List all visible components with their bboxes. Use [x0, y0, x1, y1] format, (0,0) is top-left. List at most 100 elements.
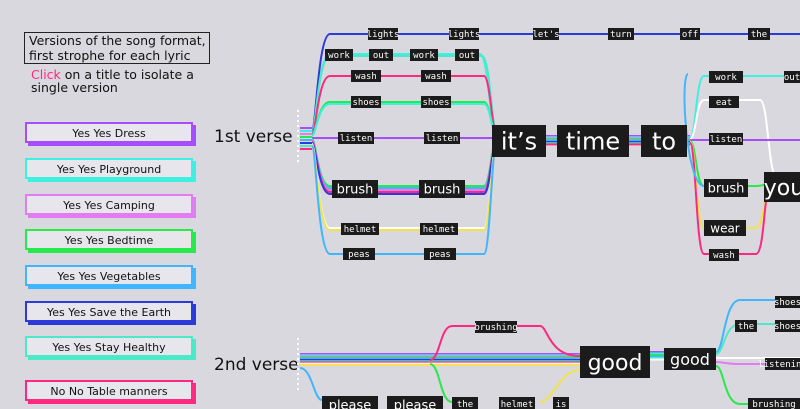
word-wash-1-box	[351, 70, 381, 82]
word-out-3-box	[784, 71, 800, 83]
word-eat-box	[709, 96, 739, 108]
word-lets-text: let's	[532, 30, 559, 40]
instruction-text: Click on a title to isolate a single ver…	[31, 68, 221, 94]
word-lets-box	[533, 28, 559, 40]
word-the-2: the	[452, 397, 478, 409]
word-time: time	[557, 125, 629, 157]
word-the: the	[748, 28, 770, 40]
path-please	[299, 367, 323, 401]
word-listen-2-text: listen	[426, 134, 459, 144]
path-work-b	[689, 75, 800, 139]
version-button-vegetables[interactable]: Yes Yes Vegetables	[25, 265, 193, 286]
chart-title: Versions of the song format, first strop…	[24, 32, 210, 64]
word-shoes-3-box	[775, 296, 800, 308]
word-shoes-4-text: shoes	[774, 322, 800, 332]
word-good-1: good	[580, 346, 650, 378]
path-shoes-alt	[311, 103, 497, 137]
word-brushing-2-text: brushing	[752, 400, 795, 409]
version-button-stay-healthy[interactable]: Yes Yes Stay Healthy	[25, 336, 193, 357]
word-lights-2: lights	[448, 28, 481, 40]
word-good-1-box	[580, 346, 650, 378]
word-to: to	[641, 125, 687, 157]
word-brushing-1: brushing	[474, 321, 518, 333]
word-peas-1-text: peas	[348, 250, 370, 260]
version-button-camping[interactable]: Yes Yes Camping	[25, 194, 193, 215]
word-helmet-3-box	[499, 397, 535, 409]
version-button-table-manners[interactable]: No No Table manners	[25, 380, 193, 401]
word-wash-3-text: wash	[713, 251, 735, 261]
word-work-2: work	[410, 49, 438, 61]
path-brushing-b	[715, 365, 800, 405]
word-brushing-1-text: brushing	[474, 323, 517, 333]
version-button-bedtime[interactable]: Yes Yes Bedtime	[25, 229, 193, 250]
word-listening-text: listening	[758, 360, 800, 370]
word-brush-1: brush	[332, 180, 378, 198]
path-brushing	[429, 325, 581, 361]
word-please-1: please	[322, 396, 378, 409]
version-button-dress[interactable]: Yes Yes Dress	[25, 122, 193, 143]
word-helmet-1: helmet	[341, 223, 379, 235]
word-peas-2-box	[424, 248, 456, 260]
word-brush-3-box	[704, 179, 748, 197]
word-brush-2-box	[419, 180, 465, 198]
word-listen-1-box	[338, 132, 374, 144]
word-please-2-box	[387, 396, 443, 409]
word-to-text: to	[652, 128, 676, 156]
word-peas-1-box	[343, 248, 375, 260]
word-out-1-box	[369, 49, 393, 61]
word-wash-1: wash	[351, 70, 381, 82]
word-lights-1-box	[368, 28, 398, 40]
word-the-2-box	[452, 397, 478, 409]
word-eat: eat	[709, 96, 739, 108]
word-helmet-3-text: helmet	[501, 400, 534, 409]
path-peas	[311, 145, 497, 255]
word-shoes-1-text: shoes	[352, 98, 379, 108]
word-work-3-text: work	[715, 73, 737, 83]
word-listen-1-text: listen	[340, 134, 373, 144]
word-lights-2-text: lights	[448, 30, 481, 40]
word-out-3-text: out	[784, 73, 800, 83]
word-listen-2: listen	[424, 132, 460, 144]
word-good-2-text: good	[670, 350, 710, 369]
word-lights-2-box	[449, 28, 479, 40]
click-keyword: Click	[31, 67, 61, 82]
word-work-1-text: work	[328, 51, 350, 61]
word-brushing-1-box	[475, 321, 517, 333]
word-off: off	[680, 28, 700, 40]
word-out-3: out	[784, 71, 800, 83]
word-work-1: work	[325, 49, 353, 61]
word-wear-box	[704, 220, 746, 236]
path-shoes	[311, 101, 497, 136]
instruction-rest: on a title to isolate a single version	[31, 67, 194, 95]
verse-label-second: 2nd verse	[214, 355, 299, 375]
path-is	[539, 369, 581, 403]
word-listen-3-text: listen	[710, 135, 743, 145]
word-work-3: work	[709, 71, 743, 83]
path-the	[429, 363, 453, 403]
word-wash-1-text: wash	[355, 72, 377, 82]
word-helmet-2-text: helmet	[423, 225, 456, 235]
version-button-playground[interactable]: Yes Yes Playground	[25, 158, 193, 179]
word-its-text: it’s	[501, 128, 537, 156]
word-brush-1-text: brush	[337, 183, 374, 198]
version-button-save-the-earth[interactable]: Yes Yes Save the Earth	[25, 301, 193, 322]
path-work	[311, 53, 497, 133]
word-helmet-3: helmet	[499, 397, 535, 409]
path-wash	[311, 75, 497, 135]
word-time-text: time	[566, 128, 620, 156]
path-wash-b	[689, 142, 769, 255]
word-wash-2-box	[421, 70, 451, 82]
word-wear-text: wear	[710, 221, 740, 235]
word-helmet-1-text: helmet	[344, 225, 377, 235]
version-paths	[299, 33, 800, 405]
word-listening-box	[765, 358, 800, 370]
word-out-1: out	[369, 49, 393, 61]
word-please-1-box	[322, 396, 378, 409]
word-out-1-text: out	[373, 51, 389, 61]
word-work-3-box	[709, 71, 743, 83]
word-the-box	[748, 28, 770, 40]
word-shoes-2-text: shoes	[422, 98, 449, 108]
word-its: it’s	[492, 125, 546, 157]
